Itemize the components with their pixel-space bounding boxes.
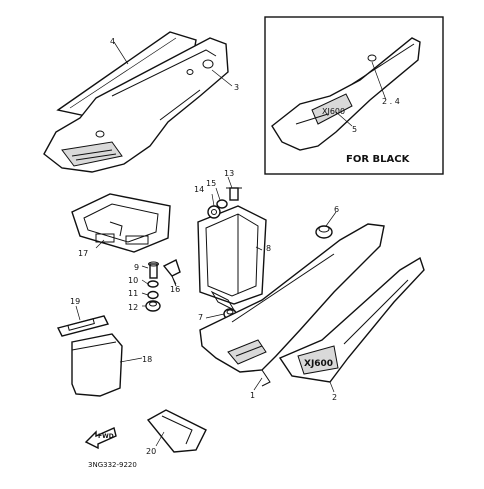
inset-for-black: XJ600	[264, 16, 444, 175]
callout-labels: 4 3 2 . 4 5 FOR BLACK 6 7 8 9 10 11 12 1…	[70, 37, 411, 469]
part-19-strap	[56, 315, 110, 337]
callout-15: 15	[206, 179, 216, 188]
callout-10: 10	[128, 276, 138, 285]
callout-2: 2	[332, 393, 337, 402]
callout-5-inset: 5	[352, 125, 357, 134]
part-2-lower-decal: XJ600	[278, 256, 425, 383]
callout-18: 18	[142, 355, 152, 364]
callout-2-4: 2 . 4	[382, 97, 400, 106]
callout-16: 16	[170, 285, 180, 294]
part-3-upper-fairing	[43, 37, 229, 173]
callout-20: 20	[146, 447, 156, 456]
callout-1: 1	[250, 391, 255, 400]
lower-emblem-label: XJ600	[304, 359, 333, 369]
hardware-9-12	[145, 261, 161, 312]
part-20-pad	[146, 409, 207, 453]
fwd-arrow-icon: FWD	[84, 427, 117, 450]
callout-3: 3	[234, 83, 239, 92]
callout-12: 12	[128, 303, 138, 312]
leader-lines	[75, 41, 387, 447]
callout-4: 4	[110, 37, 115, 46]
callout-6: 6	[334, 205, 339, 214]
part-8-electrical-box	[197, 205, 267, 312]
part-6-grommet	[315, 225, 333, 239]
inset-emblem-label: XJ600	[322, 107, 345, 116]
part-1-lower-cover	[199, 223, 385, 387]
hardware-13-14-15	[207, 187, 242, 219]
part-16-clip	[162, 259, 181, 287]
callout-19: 19	[70, 297, 80, 306]
callout-17: 17	[78, 249, 88, 258]
callout-9: 9	[134, 263, 139, 272]
diagram-code: 3NG332-9220	[88, 461, 137, 469]
callout-14: 14	[194, 185, 204, 194]
inset-caption: FOR BLACK	[346, 154, 411, 165]
callout-13: 13	[224, 169, 234, 178]
callout-8: 8	[266, 244, 271, 253]
fwd-arrow-label: FWD	[98, 433, 114, 440]
callout-7: 7	[198, 313, 203, 322]
part-18-cover	[71, 333, 123, 397]
part-17-battery-tray	[71, 193, 171, 253]
callout-11: 11	[128, 289, 138, 298]
